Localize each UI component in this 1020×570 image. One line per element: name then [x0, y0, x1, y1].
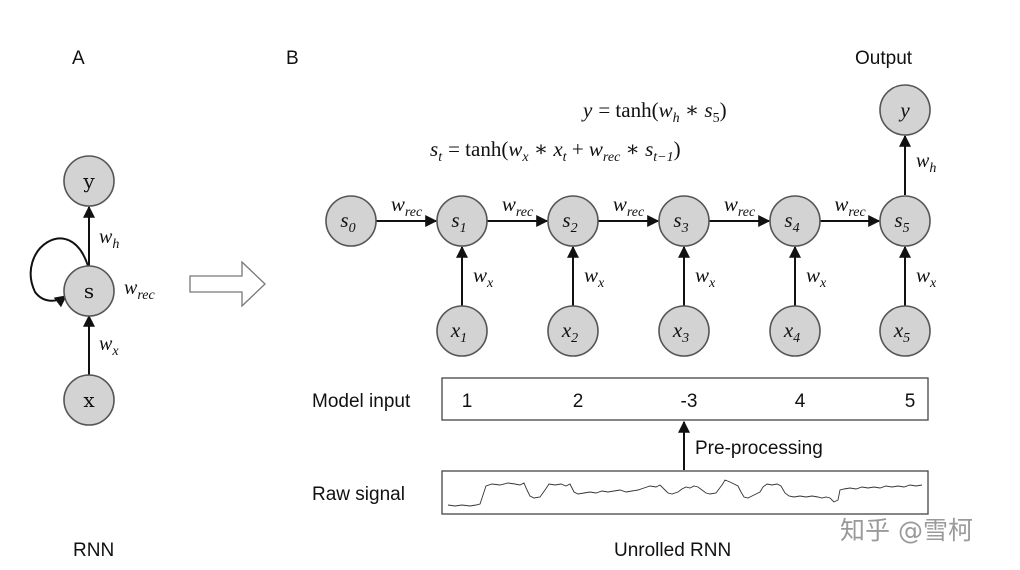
model-input-value: -3 [681, 391, 698, 412]
model-input-value: 5 [905, 391, 916, 412]
state-node-label: s5 [894, 208, 909, 236]
state-node [325, 195, 377, 247]
watermark: 知乎 @雪柯 [840, 516, 973, 545]
preprocessing-label: Pre-processing [695, 438, 823, 459]
input-weight-label: wx [473, 263, 494, 291]
state-node-label: s4 [784, 208, 799, 236]
output-node-label: y [898, 98, 910, 122]
panel-b-caption: Unrolled RNN [614, 540, 731, 561]
state-node [879, 195, 931, 247]
panel-a-input-node-label: x [83, 388, 95, 412]
input-weight-label: wx [584, 263, 605, 291]
state-node-label: s2 [562, 208, 577, 236]
state-node [436, 195, 488, 247]
panel-a-output-node-label: y [82, 169, 95, 193]
raw-signal-box [441, 470, 929, 515]
input-node-label: x5 [893, 318, 910, 346]
model-input-box [441, 377, 929, 421]
model-input-label: Model input [312, 391, 411, 412]
input-node [879, 305, 931, 357]
recurrent-weight-label: wrec [834, 192, 866, 220]
model-input-value: 4 [795, 391, 806, 412]
recurrent-weight-label: wrec [724, 192, 756, 220]
output-label: Output [855, 48, 913, 69]
input-node [658, 305, 710, 357]
panel-a-recurrent-loop [29, 237, 89, 308]
input-node-label: x4 [783, 318, 800, 346]
input-node-label: x1 [450, 318, 467, 346]
input-node-label: x2 [561, 318, 578, 346]
state-node [547, 195, 599, 247]
output-node [879, 84, 931, 136]
model-input-value: 1 [462, 391, 473, 412]
model-input-value: 2 [573, 391, 584, 412]
panel-a-state-node [63, 265, 115, 317]
recurrent-weight-label: wrec [502, 192, 534, 220]
recurrent-weight-label: wrec [613, 192, 645, 220]
state-node-label: s0 [340, 208, 355, 236]
panel-a-state-node-label: s [84, 279, 94, 303]
input-weight-label: wx [806, 263, 827, 291]
input-node [547, 305, 599, 357]
input-weight-label: wx [695, 263, 716, 291]
recurrent-weight-label: wrec [391, 192, 423, 220]
state-node-label: s3 [673, 208, 688, 236]
panel-a-input-weight: wx [99, 333, 119, 359]
state-node-label: s1 [451, 208, 466, 236]
input-node [436, 305, 488, 357]
state-node [658, 195, 710, 247]
panel-a-output-node [63, 155, 115, 207]
panel-a-letter: A [72, 48, 85, 69]
raw-signal-trace [447, 479, 923, 507]
unroll-arrow-icon [189, 260, 266, 308]
panel-b-letter: B [286, 48, 299, 69]
raw-signal-label: Raw signal [312, 484, 405, 505]
panel-a-output-weight: wh [99, 226, 119, 252]
output-weight: wh [916, 150, 936, 176]
input-weight-label: wx [916, 263, 937, 291]
panel-a-caption: RNN [73, 540, 114, 561]
state-node [769, 195, 821, 247]
input-node-label: x3 [672, 318, 689, 346]
panel-a-recurrent-weight: wrec [124, 277, 155, 303]
output-equation: y= tanh(wh ∗ s5) [581, 98, 727, 126]
input-node [769, 305, 821, 357]
model-input-values: 1 2 -3 4 5 [462, 391, 916, 412]
panel-a-input-node [63, 374, 115, 426]
state-equation: st= tanh(wx ∗ xt + wrec ∗ st−1) [430, 137, 681, 165]
